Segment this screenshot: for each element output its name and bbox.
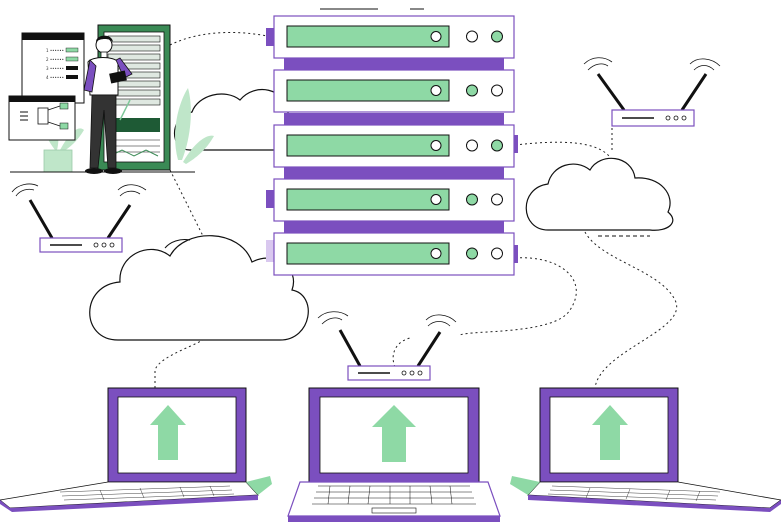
server-unit — [273, 232, 515, 276]
wifi-router-icon — [583, 57, 721, 127]
dashboard-panel: 1 •••••• 2 •••••• 3 •••••• 4 •••••• — [21, 32, 85, 104]
cloud-icon — [174, 89, 289, 151]
technician-scene: 1 •••••• 2 •••••• 3 •••••• 4 •••••• — [8, 24, 214, 174]
laptop-icon — [0, 387, 272, 512]
diagram-panel — [8, 95, 76, 141]
wifi-router-icon — [317, 311, 457, 381]
server-unit — [273, 69, 515, 113]
server-stack-icon — [266, 8, 518, 276]
connection-lines — [154, 32, 678, 389]
dashboard-row-label: 1 •••••• — [46, 48, 64, 53]
dashboard-row: 3 •••••• — [46, 66, 78, 71]
upload-arrow-icon — [150, 405, 186, 460]
dashboard-row: 2 •••••• — [46, 56, 79, 62]
dashboard-row-label: 4 •••••• — [46, 75, 64, 80]
server-unit — [273, 15, 515, 59]
cloud-icon — [525, 157, 674, 237]
dashboard-row: 1 •••••• — [46, 47, 79, 53]
cloud-icon — [89, 235, 309, 341]
server-unit — [273, 124, 515, 168]
dashboard-row-label: 3 •••••• — [46, 66, 64, 71]
laptop-icon — [510, 387, 781, 512]
upload-arrow-icon — [592, 405, 628, 460]
laptop-icon — [287, 387, 501, 522]
technician-icon — [83, 35, 133, 174]
dashboard-row-label: 2 •••••• — [46, 57, 64, 62]
wifi-router-icon — [11, 183, 147, 253]
dashboard-row: 4 •••••• — [46, 75, 78, 80]
upload-arrow-icon — [372, 405, 416, 462]
server-unit — [273, 178, 515, 222]
